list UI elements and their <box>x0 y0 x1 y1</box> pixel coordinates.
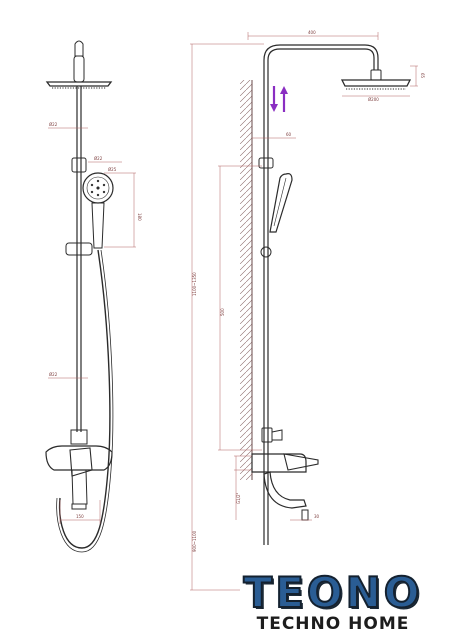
side-rain-shower-head <box>340 79 412 87</box>
front-spout <box>71 469 88 505</box>
dim-side-slide-length: 500 <box>220 308 225 316</box>
dim-side-head-diameter: Ø200 <box>368 97 379 102</box>
dim-front-handshower-top: Ø25 <box>108 167 117 172</box>
front-dimensions <box>48 127 136 524</box>
dim-front-pipe-mid: Ø22 <box>49 372 58 377</box>
wall-hatching <box>240 80 252 480</box>
water-flow-arrows <box>270 86 288 112</box>
dim-side-spout: 30 <box>314 514 320 519</box>
dim-front-handshower-height: 180 <box>137 213 142 221</box>
side-slide-holder <box>260 246 272 258</box>
dim-side-head-height: 65 <box>420 73 425 79</box>
side-mixer-body <box>251 453 307 473</box>
brand-name: TEONO <box>243 568 423 617</box>
side-shower-arm <box>263 44 379 74</box>
side-top-bracket <box>258 157 274 169</box>
side-bath-spout <box>263 471 307 509</box>
dim-side-floor-height: 900~1100 <box>192 530 197 552</box>
dim-side-pipe-offset: 60 <box>286 132 292 137</box>
dim-front-mixer-width: 150 <box>76 514 84 519</box>
brand-tagline: TECHNO HOME <box>256 614 410 634</box>
front-rain-shower-head <box>45 81 113 87</box>
brand-logo: TEONO TECHNO HOME <box>238 568 428 635</box>
side-dimensions <box>190 32 418 591</box>
side-hand-shower <box>269 173 293 233</box>
dim-side-total-height: 1100~1350 <box>192 272 197 296</box>
front-view <box>45 40 114 553</box>
front-mixer-top-block <box>70 429 88 445</box>
front-mixer-body <box>45 445 113 471</box>
front-mixer-lever <box>69 447 93 477</box>
dim-front-top-arm: Ø22 <box>49 122 58 127</box>
side-mixer-lever <box>283 453 319 471</box>
front-shower-hose <box>58 249 111 549</box>
dim-front-slide-top: Ø22 <box>94 156 103 161</box>
dim-side-top-reach: 400 <box>308 30 316 35</box>
front-top-holder <box>71 157 87 173</box>
dim-side-inlet-spacing: G1/2" <box>236 492 241 504</box>
front-hand-shower-handle <box>91 202 105 249</box>
front-head-connector <box>73 55 85 83</box>
side-view <box>251 44 412 545</box>
side-head-connector <box>370 69 382 81</box>
front-slide-holder <box>65 242 93 256</box>
